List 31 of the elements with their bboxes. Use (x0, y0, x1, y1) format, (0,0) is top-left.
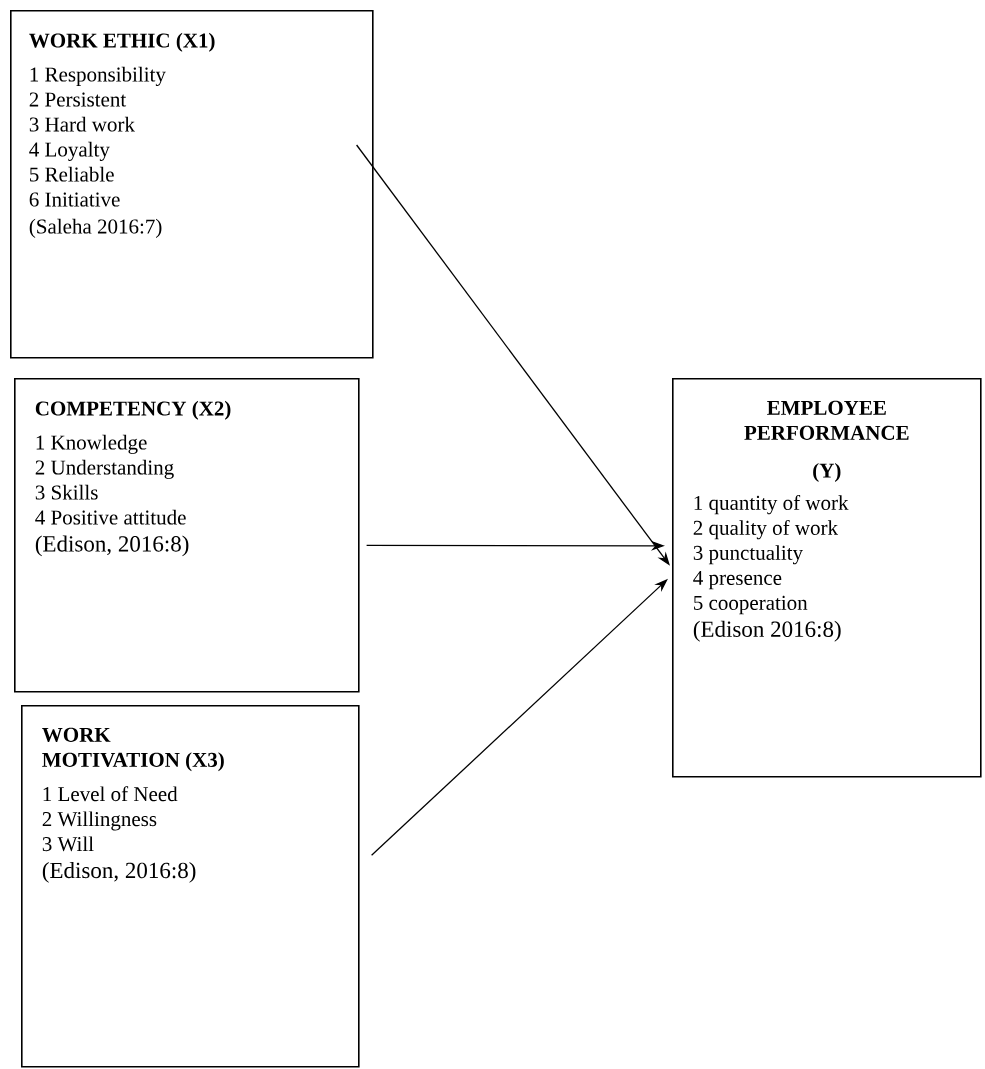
list-item: 3 Hard work (29, 116, 135, 132)
list-item: 1 Responsibility (30, 66, 166, 86)
list-item: 4 Loyalty (29, 141, 110, 161)
list-item: 4 presence (693, 570, 782, 590)
list-item: 3 Skills (35, 484, 98, 500)
list-item: 3 Will (42, 836, 94, 852)
list-item: 1 Level of Need (43, 786, 178, 802)
list-item: 5 cooperation (694, 595, 808, 615)
citation: (Edison 2016:8) (693, 620, 841, 642)
box-heading: COMPETENCY (X2) (35, 400, 231, 420)
citation: (Edison, 2016:8) (42, 862, 196, 883)
box (14, 378, 360, 693)
list-item: 2 quality of work (693, 519, 839, 540)
citation: (Edison, 2016:8) (35, 535, 189, 557)
list-item: 6 Initiative (29, 192, 120, 207)
box-heading: (Y) (813, 462, 841, 482)
list-item: 2 Persistent (29, 92, 127, 107)
citation: (Saleha 2016:7) (29, 218, 162, 238)
box (21, 705, 360, 1068)
list-item: 2 Understanding (35, 459, 174, 479)
list-item: 3 punctuality (693, 545, 803, 565)
list-item: 4 Positive attitude (35, 509, 186, 525)
box (10, 10, 374, 359)
box (672, 378, 982, 778)
box-heading: WORK ETHIC (X1) (29, 32, 215, 52)
list-item: 1 Knowledge (36, 434, 147, 454)
list-item: 2 Willingness (42, 811, 157, 831)
box-heading: EMPLOYEE PERFORMANCE (744, 400, 909, 440)
list-item: 1 quantity of work (694, 494, 849, 515)
list-item: 5 Reliable (30, 166, 114, 182)
box-heading: WORK MOTIVATION (X3) (42, 727, 224, 772)
